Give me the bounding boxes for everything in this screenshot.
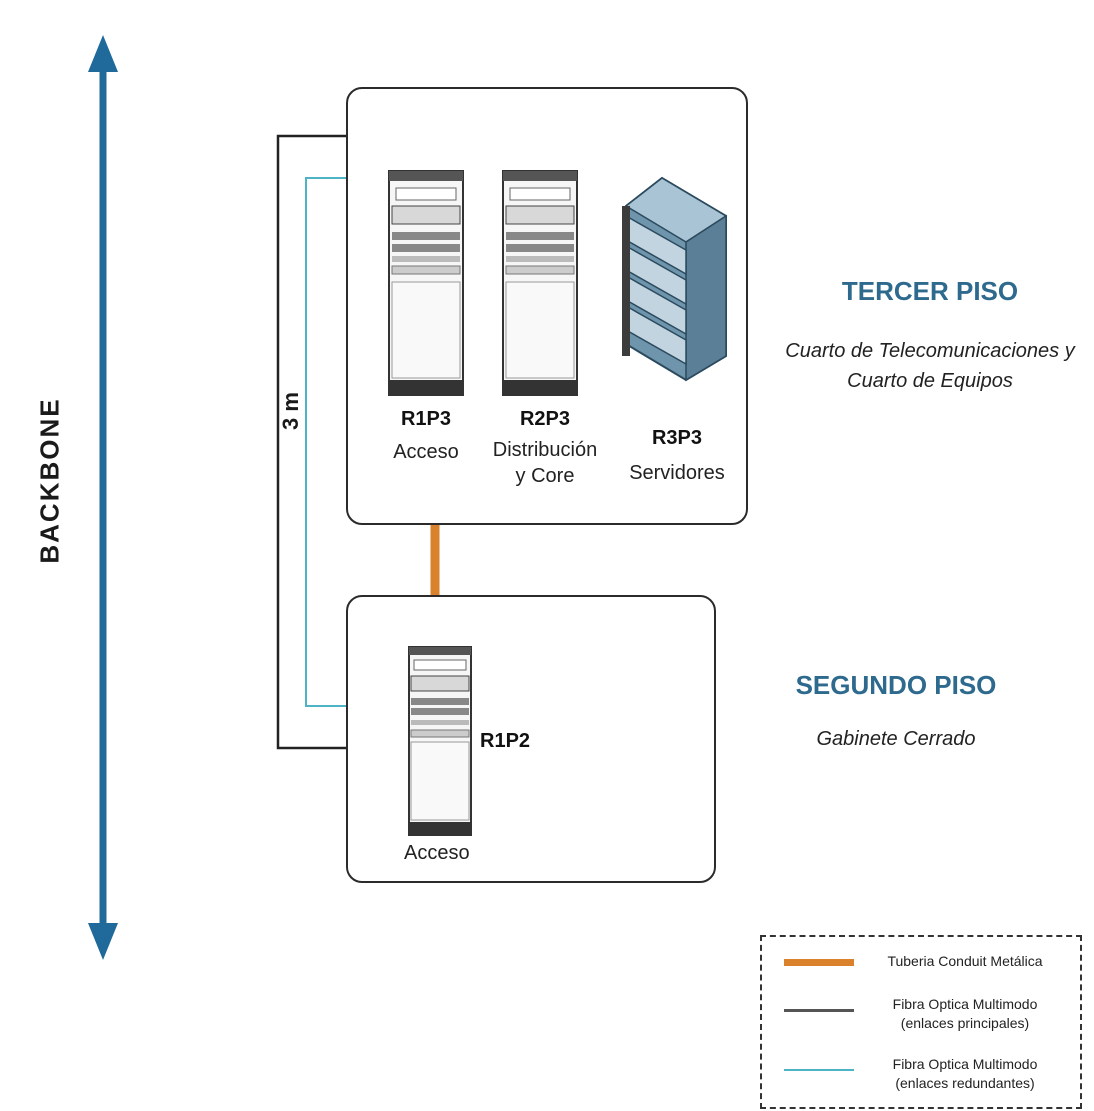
- legend-label-conduit: Tuberia Conduit Metálica: [854, 952, 1076, 971]
- legend-label-conduit-text: Tuberia Conduit Metálica: [887, 953, 1043, 969]
- rack-r2p3-icon: [502, 170, 578, 396]
- rack-r1p3-label: R1P3 Acceso: [372, 408, 480, 465]
- rack-r3p3-id: R3P3: [651, 427, 703, 449]
- legend-item-fiber-main: Fibra Optica Multimodo (enlaces principa…: [762, 995, 1080, 1041]
- rack-r1p2-id: R1P2: [480, 730, 531, 752]
- rack-r1p2-icon: [408, 646, 472, 836]
- rack-r2p3-id: R2P3: [519, 408, 571, 430]
- backbone-arrow-top-head: [88, 35, 118, 72]
- fiber-redundant-link: [305, 177, 348, 707]
- legend-label-fiber-main-line2: (enlaces principales): [900, 1014, 1030, 1031]
- rack-r3p3-role: Servidores: [629, 462, 725, 484]
- rack-r3p3-label: R3P3 Servidores: [612, 427, 742, 486]
- rack-r2p3-label: R2P3 Distribución y Core: [480, 408, 610, 489]
- rack-r1p3-role: Acceso: [393, 441, 459, 463]
- rack-r2p3-role-line2: y Core: [515, 465, 575, 487]
- backbone-arrow-bottom-head: [88, 923, 118, 960]
- legend-item-fiber-redundant: Fibra Optica Multimodo (enlaces redundan…: [762, 1055, 1080, 1101]
- legend: Tuberia Conduit Metálica Fibra Optica Mu…: [760, 935, 1082, 1109]
- distance-label: 3 m: [277, 392, 303, 430]
- second-floor-box: [346, 595, 716, 883]
- rack-r1p3-id: R1P3: [400, 408, 452, 430]
- rack-r2p3-role-line1: Distribución: [492, 439, 598, 461]
- rack-r1p2-role: Acceso: [404, 842, 470, 864]
- server-r3p3-icon: [622, 176, 728, 382]
- legend-item-conduit: Tuberia Conduit Metálica: [762, 947, 1080, 977]
- second-floor-title: SEGUNDO PISO: [795, 670, 997, 700]
- rack-r1p3-icon: [388, 170, 464, 396]
- backbone-label: BACKBONE: [34, 397, 65, 564]
- legend-label-fiber-main: Fibra Optica Multimodo (enlaces principa…: [854, 995, 1076, 1033]
- legend-swatch-fiber-main: [784, 1009, 854, 1012]
- legend-label-fiber-redundant-line2: (enlaces redundantes): [895, 1074, 1035, 1091]
- legend-label-fiber-main-line1: Fibra Optica Multimodo: [892, 996, 1038, 1012]
- legend-swatch-conduit: [784, 959, 854, 966]
- fiber-main-link: [276, 134, 348, 750]
- third-floor-subtitle-line2: Cuarto de Equipos: [847, 370, 1013, 392]
- legend-label-fiber-redundant: Fibra Optica Multimodo (enlaces redundan…: [854, 1055, 1076, 1093]
- legend-swatch-fiber-redundant: [784, 1069, 854, 1071]
- legend-label-fiber-redundant-line1: Fibra Optica Multimodo: [892, 1056, 1038, 1072]
- third-floor-subtitle: Cuarto de Telecomunicaciones y Cuarto de…: [770, 336, 1090, 396]
- third-floor-subtitle-line1: Cuarto de Telecomunicaciones y: [785, 340, 1075, 362]
- third-floor-title: TERCER PISO: [841, 276, 1019, 306]
- second-floor-subtitle: Gabinete Cerrado: [816, 728, 976, 750]
